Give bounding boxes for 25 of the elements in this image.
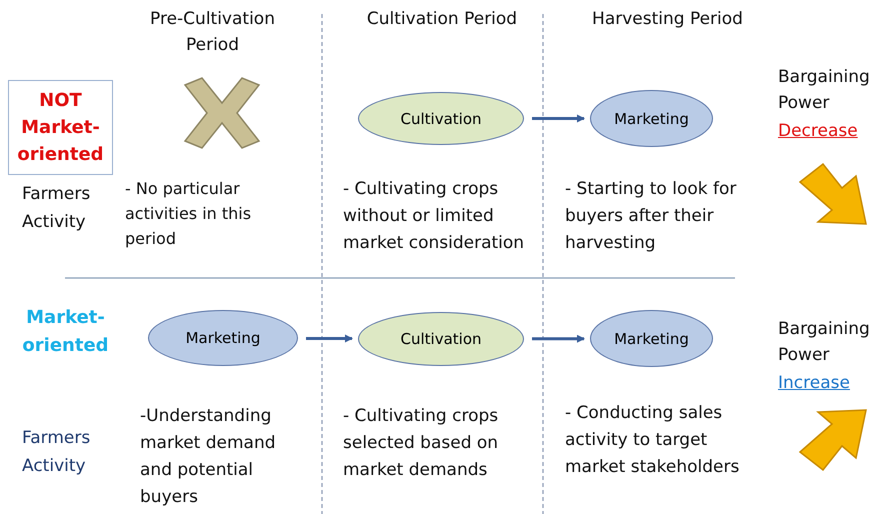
description-text: -Understanding market demand and potential buyers: [140, 405, 277, 509]
trend-label: Increase: [778, 372, 851, 395]
arrow: [532, 114, 585, 122]
description-text: - Conducting sales activity to target market stakeholders: [565, 402, 740, 479]
row-label: Bargaining Power: [778, 318, 871, 367]
row-label: Farmers Activity: [22, 183, 92, 234]
description-text: - Starting to look for buyers after their harvesting: [565, 178, 738, 255]
row-label: Farmers Activity: [22, 427, 92, 478]
row-label: Bargaining Power: [778, 66, 871, 115]
process-ellipse: Marketing: [148, 310, 298, 366]
column-heading: Cultivation Period: [366, 8, 518, 31]
column-heading: Pre-Cultivation Period: [149, 8, 276, 57]
row-label: - No particular activities in this period: [125, 178, 252, 250]
arrow: [306, 334, 353, 342]
process-ellipse: Marketing: [590, 90, 713, 147]
trend-label: Decrease: [778, 120, 859, 143]
process-ellipse: Cultivation: [358, 312, 524, 366]
category-box: NOT Market-oriented: [8, 80, 113, 175]
arrow: [532, 334, 585, 343]
process-ellipse: Cultivation: [358, 92, 524, 145]
row-label: Market-oriented: [21, 306, 110, 358]
process-ellipse: Marketing: [590, 310, 713, 367]
description-text: - Cultivating crops selected based on market demands: [343, 405, 500, 482]
column-heading: Harvesting Period: [591, 8, 744, 31]
description-text: - Cultivating crops without or limited market consideration: [343, 178, 526, 255]
